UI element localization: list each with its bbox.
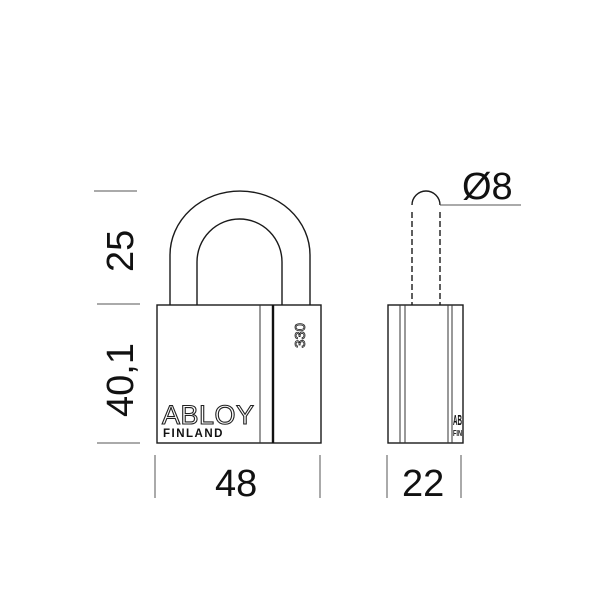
model-number: 330 <box>292 323 309 348</box>
shackle-outer <box>169 190 311 305</box>
dimension-shackle-diameter: Ø8 <box>462 166 513 208</box>
dimension-body-width: 48 <box>215 463 257 505</box>
dimension-body-height: 40,1 <box>100 343 142 417</box>
side-shackle-dome <box>411 190 441 206</box>
dimension-body-depth: 22 <box>402 463 444 505</box>
brand-subtitle: FINLAND <box>163 428 224 440</box>
side-view: AB FIN Ø8 <box>387 166 521 444</box>
dimension-shackle-height: 25 <box>100 230 142 272</box>
side-body <box>387 304 464 444</box>
dimension-lines: 25 40,1 48 22 <box>94 190 462 505</box>
front-view: 330 ABLOY FINLAND <box>156 190 322 444</box>
shackle-inner <box>196 218 283 305</box>
brand-logo: ABLOY <box>162 400 255 430</box>
padlock-body <box>156 304 322 444</box>
side-brand-fragment: AB <box>453 412 462 429</box>
side-brand-sub-fragment: FIN <box>453 429 462 438</box>
